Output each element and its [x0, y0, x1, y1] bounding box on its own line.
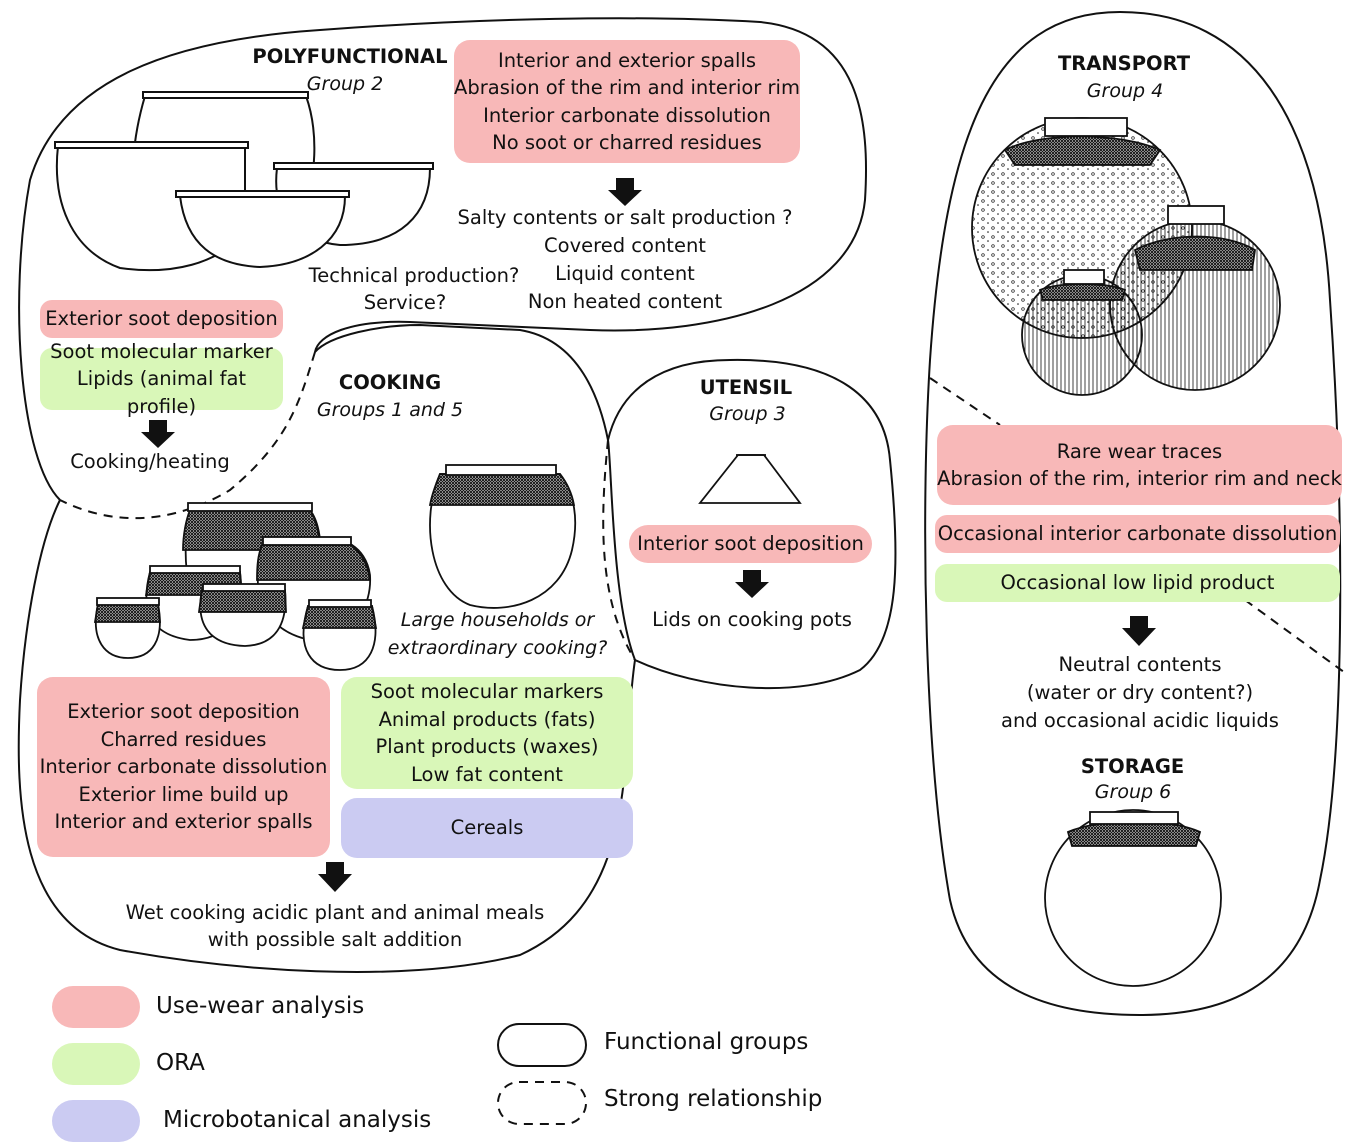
cooking-micro-box: Cereals: [341, 798, 633, 858]
cooking-vessels: [93, 464, 577, 671]
cooking-usewear-box: Exterior soot deposition Charred residue…: [37, 677, 330, 857]
legend-usewear-label: Use-wear analysis: [156, 993, 365, 1019]
usewear-line: Exterior soot deposition: [67, 700, 300, 724]
large-households: Large households or: [400, 609, 595, 631]
transport-ora-box: Occasional low lipid product: [935, 564, 1340, 602]
legend-ora-swatch: [52, 1043, 140, 1085]
cooking-ora-box: Soot molecular markers Animal products (…: [341, 677, 633, 789]
usewear-line: Abrasion of the rim, interior rim and ne…: [937, 467, 1342, 490]
usewear-line: Occasional interior carbonate dissolutio…: [937, 522, 1338, 546]
utensil-group: Group 3: [709, 403, 786, 425]
cooking-heating: Cooking/heating: [70, 450, 230, 473]
transport-group: Group 4: [1086, 80, 1164, 102]
usewear-line: Interior carbonate dissolution: [483, 103, 771, 127]
arrow-transport: [1122, 616, 1156, 646]
polyfunctional-outline: [18, 17, 868, 501]
polyfunctional-title: POLYFUNCTIONAL: [252, 45, 448, 68]
storage-title: STORAGE: [1080, 755, 1185, 778]
transport-result-3: and occasional acidic liquids: [1001, 709, 1279, 732]
usewear-line: Rare wear traces: [1056, 439, 1223, 463]
ora-line: Soot molecular marker: [50, 339, 273, 363]
poly-ora-box: Soot molecular marker Lipids (animal fat…: [40, 340, 283, 418]
polyfunctional-usewear-box: Interior and exterior spalls Abrasion of…: [454, 40, 800, 163]
legend-usewear-swatch: [52, 986, 140, 1028]
transport-result-1: Neutral contents: [1058, 653, 1222, 676]
polyfunctional-vessels: [54, 91, 434, 272]
transport-outline: [924, 10, 1342, 1017]
utensil-title: UTENSIL: [699, 376, 793, 399]
ora-line: Low fat content: [411, 762, 563, 786]
usewear-line: Interior and exterior spalls: [497, 48, 757, 72]
usewear-line: Exterior lime build up: [78, 782, 289, 806]
arrow-utensil: [735, 570, 769, 598]
utensil-lid: [698, 454, 802, 504]
legend-functional-label: Functional groups: [604, 1029, 809, 1055]
storage-vessel: [1044, 809, 1222, 987]
usewear-line: Abrasion of the rim and interior rim: [454, 76, 800, 99]
legend-dashed-sample: [497, 1081, 587, 1125]
usewear-line: Interior carbonate dissolution: [39, 755, 328, 779]
usewear-line: Interior soot deposition: [637, 532, 864, 556]
cooking-outline: [17, 323, 637, 973]
legend-solid-sample: [497, 1023, 587, 1067]
transport-vessels: [971, 117, 1281, 396]
utensil-outline: [607, 358, 897, 690]
polyfunctional-result-4: Non heated content: [527, 290, 723, 313]
usewear-line: No soot or charred residues: [492, 131, 762, 154]
technical-production: Technical production?: [308, 264, 520, 287]
ora-line: Plant products (waxes): [375, 735, 599, 758]
transport-storage-dashed: [929, 377, 1349, 676]
utensil-result: Lids on cooking pots: [652, 608, 852, 631]
ora-line: Occasional low lipid product: [1000, 571, 1275, 595]
arrow-poly-cooking: [141, 420, 175, 448]
soot-line: Exterior soot deposition: [45, 307, 278, 331]
utensil-cooking-dashed: [602, 439, 636, 661]
polyfunctional-result-1: Salty contents or salt production ?: [457, 206, 793, 229]
cooking-result-2: with possible salt addition: [207, 928, 463, 951]
polyfunctional-result-3: Liquid content: [555, 262, 695, 285]
legend-micro-swatch: [52, 1100, 140, 1142]
cooking-result-1: Wet cooking acidic plant and animal meal…: [125, 901, 545, 924]
transport-usewear-box: Rare wear traces Abrasion of the rim, in…: [937, 425, 1342, 505]
arrow-poly-result: [608, 178, 642, 206]
polyfunctional-group: Group 2: [306, 73, 384, 95]
ora-line: Soot molecular markers: [370, 680, 604, 703]
cooking-group: Groups 1 and 5: [316, 399, 464, 421]
ora-line: Lipids (animal fat profile): [76, 367, 247, 418]
micro-line: Cereals: [450, 816, 524, 840]
cooking-title: COOKING: [338, 371, 442, 394]
legend-ora-label: ORA: [156, 1050, 205, 1076]
arrows: [141, 178, 1156, 892]
storage-group: Group 6: [1094, 781, 1172, 803]
legend-strong-label: Strong relationship: [604, 1086, 823, 1112]
poly-cooking-dashed: [59, 351, 316, 520]
ora-line: Animal products (fats): [378, 707, 596, 731]
arrow-cooking-result: [318, 862, 352, 892]
service: Service?: [363, 291, 447, 314]
polyfunctional-result-2: Covered content: [544, 234, 706, 257]
transport-result-2: (water or dry content?): [1026, 681, 1254, 704]
poly-soot-box: Exterior soot deposition: [40, 300, 283, 338]
transport-carbonate-box: Occasional interior carbonate dissolutio…: [935, 515, 1340, 553]
usewear-line: Charred residues: [100, 727, 267, 751]
legend-micro-label: Microbotanical analysis: [163, 1107, 432, 1133]
transport-title: TRANSPORT: [1057, 52, 1191, 75]
utensil-usewear-box: Interior soot deposition: [629, 525, 872, 563]
usewear-line: Interior and exterior spalls: [54, 810, 313, 834]
extraordinary-cooking: extraordinary cooking?: [387, 637, 608, 659]
